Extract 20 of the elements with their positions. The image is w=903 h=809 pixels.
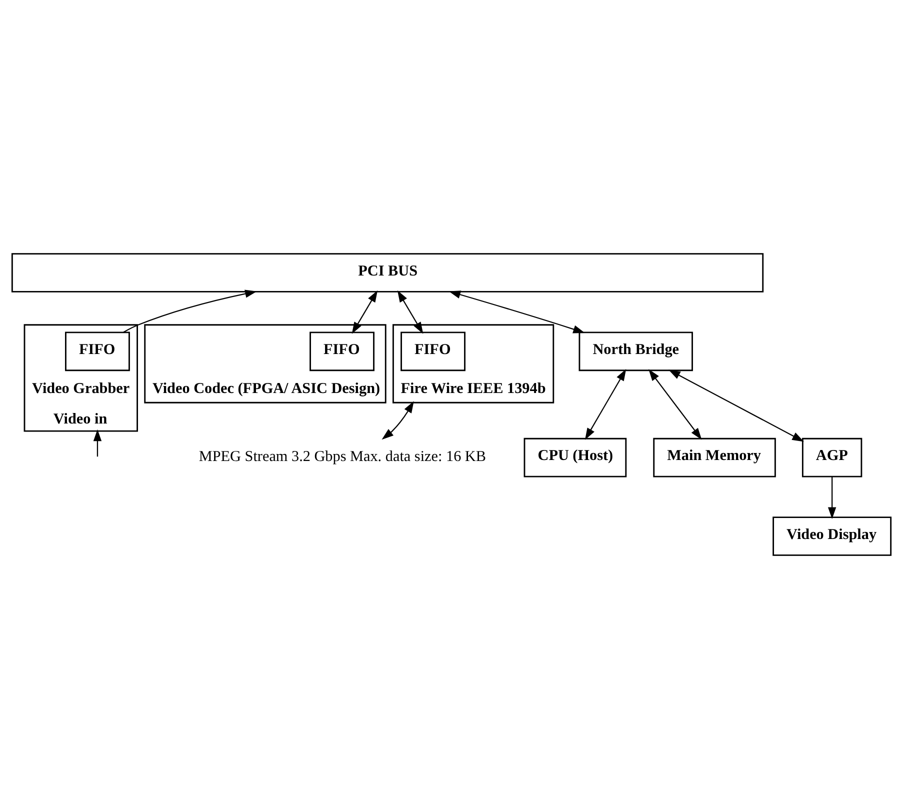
node-box: PCI BUS xyxy=(11,253,764,292)
node-box: AGP xyxy=(802,438,862,478)
arrow xyxy=(123,290,257,333)
arrow xyxy=(668,370,804,442)
arrow xyxy=(382,401,414,440)
arrow xyxy=(448,290,585,334)
arrow xyxy=(648,369,702,440)
node-box: Main Memory xyxy=(653,438,776,478)
node-box: FIFO xyxy=(400,332,466,372)
node-text: MPEG Stream 3.2 Gbps Max. data size: 16 KB xyxy=(198,448,486,466)
arrow xyxy=(93,429,102,457)
node-box: CPU (Host) xyxy=(524,438,627,478)
node-box: North Bridge xyxy=(578,332,693,372)
node-box: FIFO xyxy=(310,332,374,372)
arrow xyxy=(352,290,378,334)
arrow xyxy=(397,290,424,334)
node-box: FIFO xyxy=(65,332,130,372)
arrow xyxy=(584,369,626,440)
arrow xyxy=(828,476,836,519)
node-box: Video Display xyxy=(772,516,892,556)
